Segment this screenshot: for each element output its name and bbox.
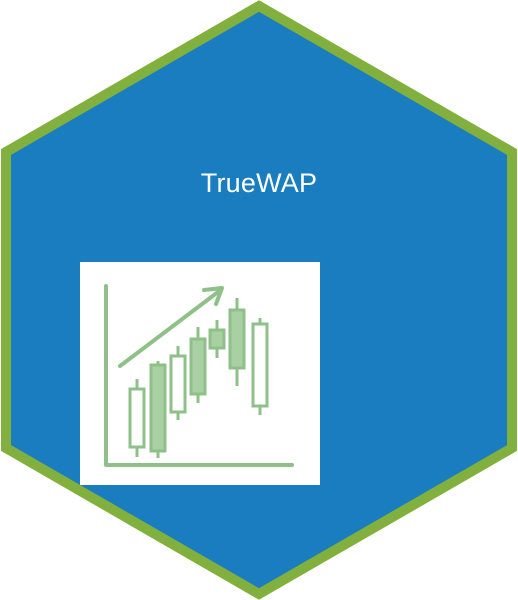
badge-title: TrueWAP — [200, 168, 318, 198]
candlestick-7 — [251, 318, 269, 415]
chart-axes — [104, 284, 294, 467]
candlestick-3 — [169, 346, 187, 420]
candlestick-6 — [228, 298, 246, 386]
candlestick-4 — [189, 327, 207, 403]
candlestick-chart-icon — [104, 284, 294, 467]
candlestick-1 — [128, 379, 146, 457]
logo-panel — [80, 262, 320, 485]
candlestick-5 — [208, 320, 226, 358]
candlestick-2 — [149, 361, 167, 458]
upward-trend-arrow-icon — [118, 286, 224, 368]
